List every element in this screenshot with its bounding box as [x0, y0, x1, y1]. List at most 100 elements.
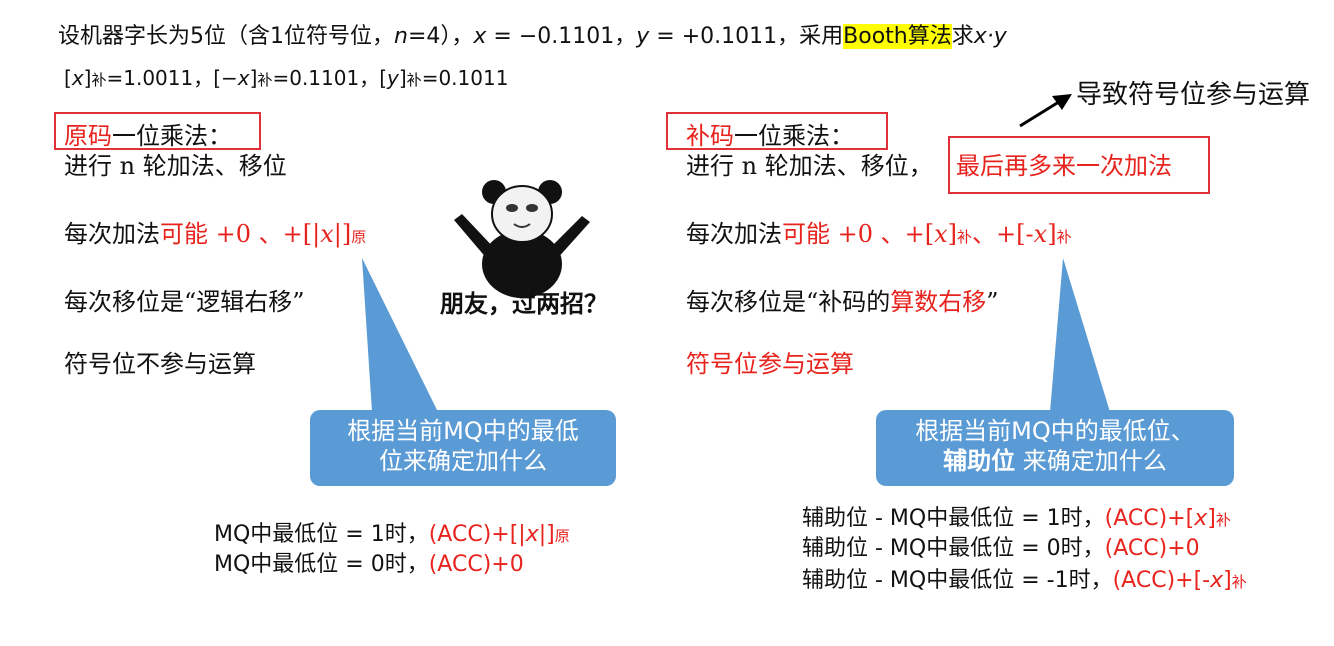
var-x: x — [525, 522, 539, 547]
text: ] — [249, 66, 258, 90]
text-red: 算数右移 — [890, 288, 987, 316]
right-title: 补码一位乘法： — [686, 116, 854, 151]
text: 辅助位 - MQ中最低位 = -1时， — [802, 568, 1113, 593]
bubble-text: 来确定加什么 — [1015, 447, 1167, 475]
text-red: ] — [1223, 568, 1232, 593]
text-red: (ACC)+0 — [428, 552, 524, 577]
left-line-3: 每次移位是“逻辑右移” — [64, 288, 305, 316]
text-red: 可能 +0 、+[ — [782, 220, 935, 248]
title-text: 一位乘法： — [734, 122, 854, 150]
bubble-bold: 辅助位 — [943, 447, 1016, 475]
left-title: 原码一位乘法： — [64, 116, 232, 151]
var-x: x — [934, 220, 948, 248]
annotation-arrow-line — [1019, 98, 1063, 128]
booth-highlight: Booth算法 — [843, 24, 952, 49]
var-y: y — [387, 66, 399, 90]
statement-text: 求 — [951, 24, 974, 49]
left-line-4: 符号位不参与运算 — [64, 350, 256, 378]
text-red: 、+[- — [972, 220, 1034, 248]
text: MQ中最低位 = 1时， — [214, 522, 429, 547]
right-callout-bubble: 根据当前MQ中的最低位、 辅助位 来确定加什么 — [876, 410, 1234, 486]
var-n: n — [394, 24, 408, 49]
text-red: ] — [1047, 220, 1057, 248]
text: =0.1011 — [421, 66, 509, 90]
meme-caption: 朋友，过两招？ — [440, 290, 608, 318]
text-red: ] — [1207, 506, 1216, 531]
right-rule-3: 辅助位 - MQ中最低位 = -1时，(ACC)+[-x]补 — [802, 562, 1247, 594]
left-line-1: 进行 n 轮加法、移位 — [64, 152, 287, 180]
text-red: 可能 +0 、+[| — [160, 220, 321, 248]
problem-statement: 设机器字长为5位（含1位符号位，n=4），x = −0.1101，y = +0.… — [58, 18, 1007, 50]
subscript: 补 — [1215, 511, 1231, 529]
title-text: 一位乘法： — [112, 122, 232, 150]
statement-text: 设机器字长为5位（含1位符号位， — [58, 24, 394, 49]
panda-meme-image — [442, 168, 602, 318]
statement-text: = −0.1101， — [486, 24, 637, 49]
text: =0.1101，[ — [272, 66, 388, 90]
right-title-box — [666, 112, 888, 150]
subscript: 补 — [406, 71, 422, 89]
left-callout-pointer — [362, 258, 438, 412]
right-line-2: 每次加法可能 +0 、+[x]补、+[-x]补 — [686, 214, 1072, 249]
text: 每次加法 — [686, 220, 782, 248]
right-line-3: 每次移位是“补码的算数右移” — [686, 282, 999, 317]
right-rule-1: 辅助位 - MQ中最低位 = 1时，(ACC)+[x]补 — [802, 500, 1231, 532]
left-rule-1: MQ中最低位 = 1时，(ACC)+[|x|]原 — [214, 516, 570, 548]
text-red: (ACC)+0 — [1104, 536, 1200, 561]
subscript: 补 — [257, 71, 273, 89]
text: ] — [83, 66, 92, 90]
text: ” — [986, 288, 999, 316]
var-x: x — [1194, 506, 1208, 531]
var-x: x — [1033, 220, 1048, 248]
var-x: x — [1210, 568, 1224, 593]
annotation-arrow-head — [1052, 94, 1072, 110]
annotation-label: 导致符号位参与运算 — [1076, 80, 1311, 110]
text-red: (ACC)+[| — [428, 522, 526, 547]
left-rule-2: MQ中最低位 = 0时，(ACC)+0 — [214, 546, 524, 578]
text: 每次加法 — [64, 220, 160, 248]
subscript: 补 — [1231, 573, 1247, 591]
title-red: 原码 — [64, 122, 112, 150]
title-red: 补码 — [686, 122, 734, 150]
left-title-box — [54, 112, 261, 150]
bubble-line: 根据当前MQ中的最低 — [347, 417, 579, 445]
text: 辅助位 - MQ中最低位 = 1时， — [802, 506, 1105, 531]
left-line-2: 每次加法可能 +0 、+[|x|]原 — [64, 214, 366, 249]
text: MQ中最低位 = 0时， — [214, 552, 429, 577]
subscript: 补 — [957, 228, 973, 246]
text: =1.0011，[− — [106, 66, 238, 90]
text: [ — [64, 66, 72, 90]
var-xy: x·y — [973, 24, 1007, 49]
left-callout-bubble: 根据当前MQ中的最低 位来确定加什么 — [310, 410, 616, 486]
var-x: x — [237, 66, 250, 90]
statement-text: =4）， — [407, 24, 474, 49]
bubble-line: 位来确定加什么 — [379, 447, 547, 475]
var-x: x — [473, 24, 487, 49]
extra-add-box — [948, 136, 1210, 194]
bubble-line: 辅助位 来确定加什么 — [876, 446, 1234, 476]
var-y: y — [636, 24, 650, 49]
text-red: |] — [333, 220, 352, 248]
text: ] — [398, 66, 407, 90]
bubble-line: 根据当前MQ中的最低位、 — [915, 417, 1195, 445]
right-callout-pointer — [1050, 258, 1110, 412]
text: 辅助位 - MQ中最低位 = 0时， — [802, 536, 1105, 561]
text: 每次移位是“补码的 — [686, 288, 891, 316]
complement-values: [x]补=1.0011，[−x]补=0.1101，[y]补=0.1011 — [64, 62, 508, 91]
subscript: 补 — [1056, 228, 1072, 246]
extra-add-text: 最后再多来一次加法 — [956, 152, 1172, 180]
panda-meme-drawing — [442, 168, 602, 318]
text-red: |] — [538, 522, 555, 547]
text-red: (ACC)+[ — [1104, 506, 1195, 531]
subscript: 补 — [91, 71, 107, 89]
var-x: x — [71, 66, 84, 90]
statement-text: = +0.1011，采用 — [649, 24, 844, 49]
subscript: 原 — [351, 228, 367, 246]
text-red: ] — [947, 220, 958, 248]
text-red: (ACC)+[- — [1112, 568, 1211, 593]
var-x: x — [320, 220, 334, 248]
right-line-1: 进行 n 轮加法、移位， — [686, 152, 933, 180]
right-rule-2: 辅助位 - MQ中最低位 = 0时，(ACC)+0 — [802, 530, 1200, 562]
right-line-4: 符号位参与运算 — [686, 350, 854, 378]
